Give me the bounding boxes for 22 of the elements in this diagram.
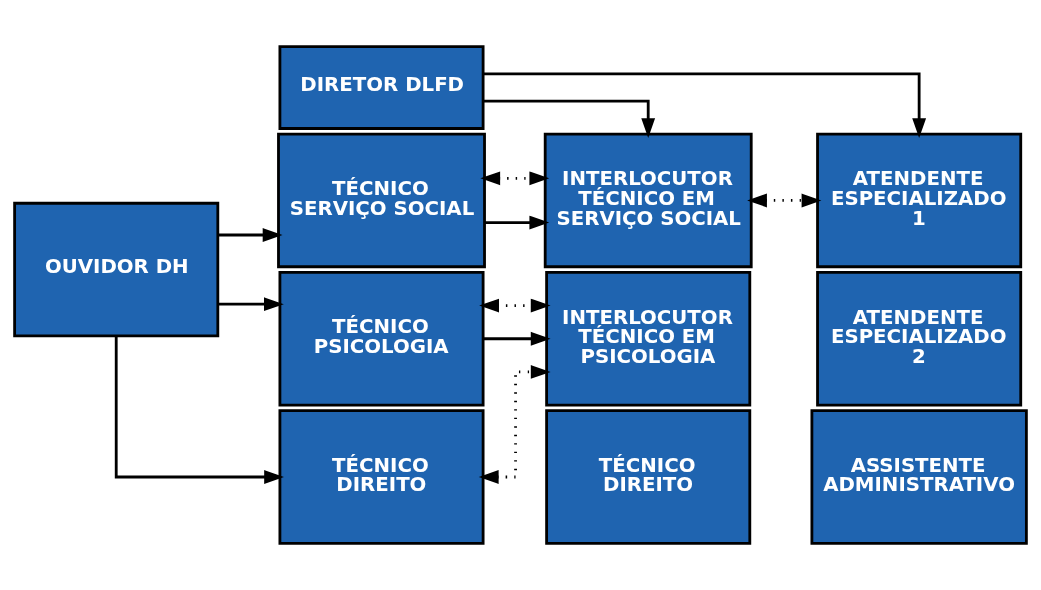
arrow — [479, 298, 551, 313]
node-box: ATENDENTE ESPECIALIZADO 1 — [816, 132, 1023, 269]
arrow — [480, 171, 550, 186]
node-box: ATENDENTE ESPECIALIZADO 2 — [816, 271, 1023, 407]
node-box: TÉCNICO SERVIÇO SOCIAL — [277, 132, 486, 269]
arrow — [218, 297, 284, 312]
arrow — [483, 331, 551, 346]
arrow — [478, 365, 551, 484]
node-box: TÉCNICO DIREITO — [545, 409, 752, 545]
node-box: INTERLOCUTOR TÉCNICO EM SERVIÇO SOCIAL — [543, 132, 753, 269]
node-box: DIRETOR DLFD — [278, 45, 485, 130]
arrow — [483, 99, 656, 138]
arrow — [747, 193, 822, 208]
node-box: TÉCNICO PSICOLOGIA — [278, 271, 485, 407]
node-box: OUVIDOR DH — [13, 201, 220, 338]
node-box: ASSISTENTE ADMINISTRATIVO — [810, 409, 1028, 545]
arrow — [218, 228, 283, 242]
node-box: INTERLOCUTOR TÉCNICO EM PSICOLOGIA — [545, 271, 752, 407]
node-box: TÉCNICO DIREITO — [278, 409, 485, 545]
arrow — [114, 336, 284, 484]
arrow — [484, 215, 550, 230]
arrow — [483, 72, 927, 139]
